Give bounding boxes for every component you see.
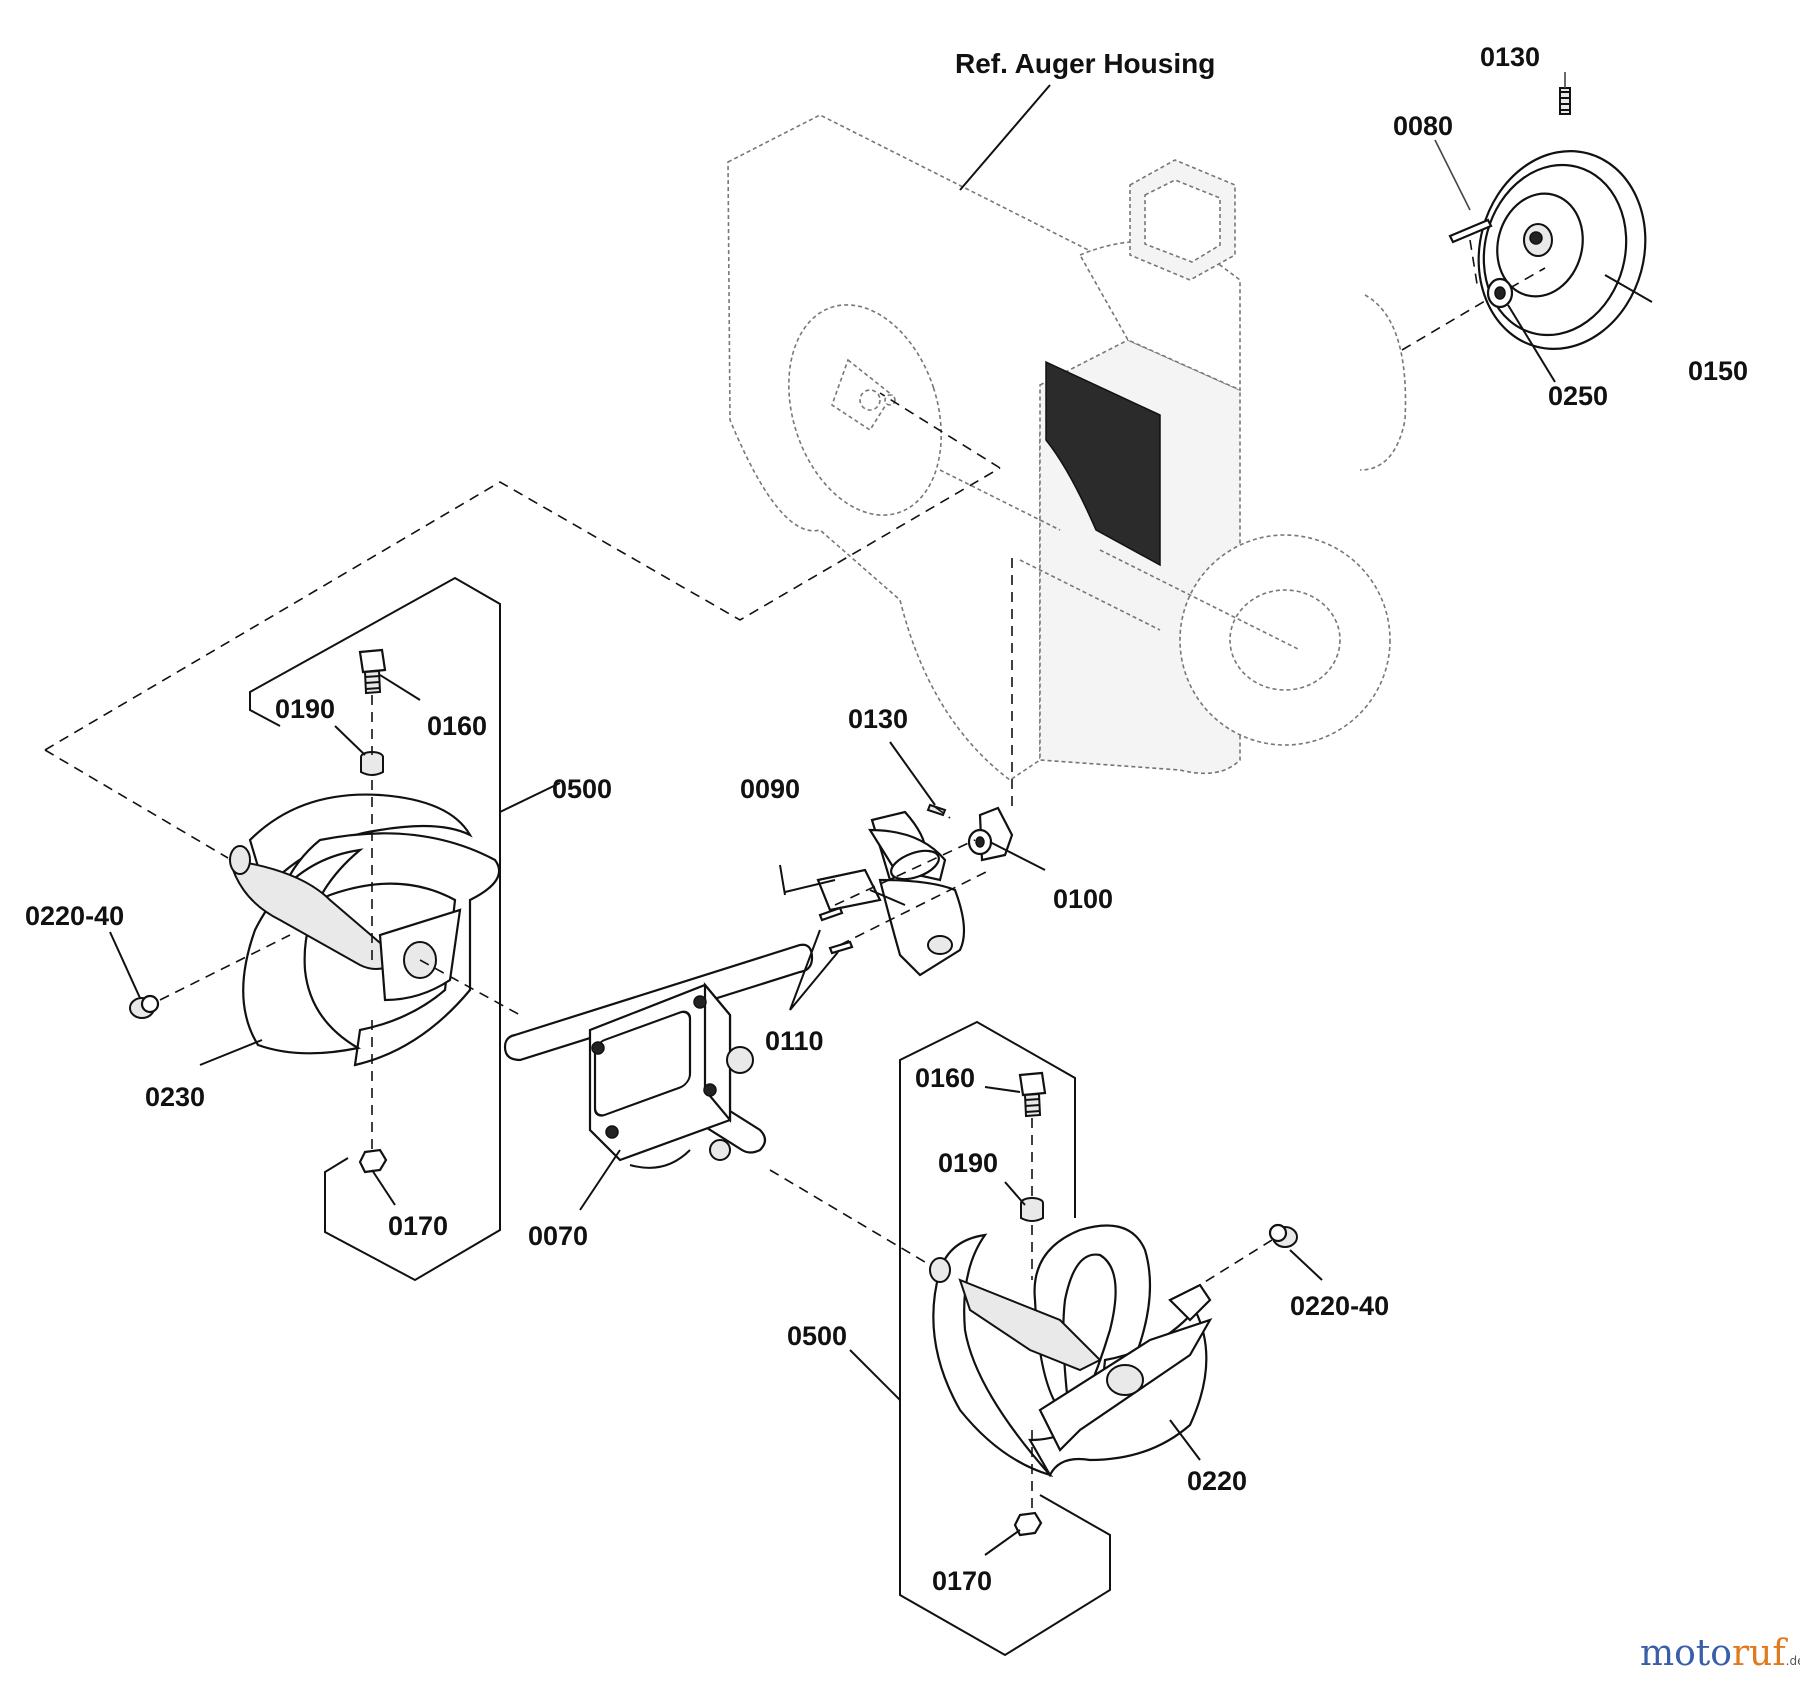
label-0250: 0250 — [1548, 381, 1608, 411]
key-0080 — [1448, 218, 1493, 244]
gearbox-0070 — [503, 943, 814, 1169]
spacer-0190-left — [360, 751, 384, 776]
label-0130-top: 0130 — [1480, 42, 1540, 72]
label-0170-right: 0170 — [932, 1566, 992, 1596]
label-0500-right: 0500 — [787, 1321, 847, 1351]
label-0130-mid: 0130 — [848, 704, 908, 734]
spacer-0190-right — [1020, 1197, 1044, 1222]
dashed-assembly-lines — [44, 239, 1546, 1513]
housing-shaded-panel — [1045, 360, 1161, 567]
label-0170-left: 0170 — [388, 1211, 448, 1241]
auger-housing — [727, 114, 1407, 781]
label-0160-left: 0160 — [427, 711, 487, 741]
auger-left-0230 — [228, 793, 501, 1067]
svg-text:motoruf.de: motoruf.de — [1640, 1633, 1800, 1674]
label-0190-left: 0190 — [275, 694, 335, 724]
bracket-0500-left — [249, 576, 561, 1282]
label-0500-left: 0500 — [552, 774, 612, 804]
watermark-part2: ruf — [1732, 1633, 1788, 1674]
watermark-part1: moto — [1640, 1633, 1732, 1674]
nut-0170-right — [1013, 1511, 1043, 1537]
nut-0170-left — [358, 1148, 388, 1174]
spacer-0250 — [1486, 277, 1514, 309]
label-0100: 0100 — [1053, 884, 1113, 914]
label-ref-auger-housing: Ref. Auger Housing — [955, 48, 1215, 79]
label-0220-40-right: 0220-40 — [1290, 1291, 1389, 1321]
motoruf-watermark: motoruf.de — [1640, 1633, 1800, 1674]
screws-0110 — [818, 906, 854, 955]
bolt-0160-right — [1018, 1071, 1047, 1118]
label-0220: 0220 — [1187, 1466, 1247, 1496]
bearing-0100 — [967, 806, 1014, 862]
watermark-suffix: .de — [1786, 1654, 1800, 1668]
label-0110: 0110 — [765, 1026, 824, 1056]
label-0230: 0230 — [145, 1082, 205, 1112]
label-0080: 0080 — [1393, 111, 1453, 141]
impeller-0090 — [816, 810, 966, 977]
setscrew-0130-mid — [926, 803, 947, 817]
bracket-0500-right — [849, 1020, 1111, 1657]
label-0070: 0070 — [528, 1221, 588, 1251]
auger-right-0220 — [929, 1224, 1213, 1478]
label-0190-right: 0190 — [938, 1148, 998, 1178]
label-0150: 0150 — [1688, 356, 1748, 386]
bolt-0160-left — [358, 648, 387, 695]
label-0160-right: 0160 — [915, 1063, 975, 1093]
leader-lines — [109, 72, 1653, 1556]
label-0090: 0090 — [740, 774, 800, 804]
fitting-0220-40-left — [129, 994, 160, 1019]
label-0220-40-left: 0220-40 — [25, 901, 124, 931]
fitting-0220-40-right — [1268, 1223, 1298, 1248]
